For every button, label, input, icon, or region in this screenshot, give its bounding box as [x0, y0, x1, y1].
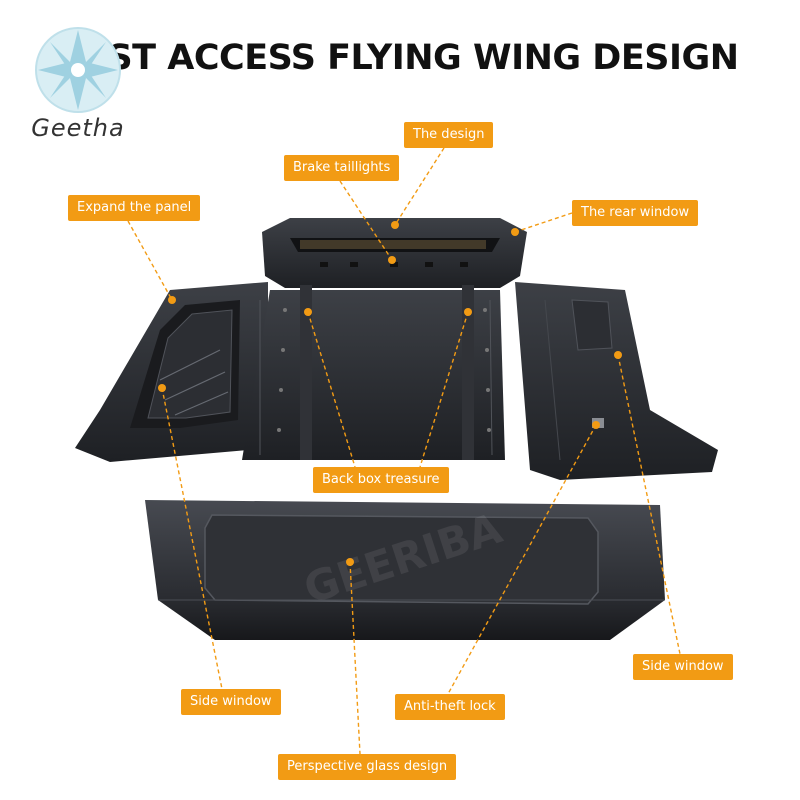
callout-brake-taillights: Brake taillights	[284, 155, 400, 181]
brand-logo: Geetha	[28, 26, 128, 150]
callout-expand-panel: Expand the panel	[68, 195, 201, 221]
dot-side-window-left	[158, 384, 166, 392]
dot-expand-panel	[168, 296, 176, 304]
dot-the-design	[391, 221, 399, 229]
geetha-star-logo-icon	[35, 27, 121, 113]
brand-name: Geetha	[31, 114, 125, 142]
perspective-glass-window	[204, 514, 599, 605]
front-glass-panel: GEERIBA	[145, 500, 665, 640]
leader-side-window-right	[617, 354, 681, 655]
leader-brake-taillights	[339, 180, 393, 261]
dot-side-window-right	[614, 351, 622, 359]
callout-side-window-left: Side window	[181, 689, 281, 715]
leader-back-box-right	[419, 311, 469, 468]
marker-dots	[158, 221, 622, 566]
leader-side-window-left	[161, 387, 223, 690]
callout-back-box-treasure: Back box treasure	[313, 467, 449, 493]
brake-taillight-strip	[300, 240, 486, 249]
dot-back-box-right	[464, 308, 472, 316]
center-bed-panel	[242, 285, 505, 460]
dot-rear-window	[511, 228, 519, 236]
dot-anti-theft-lock	[592, 421, 600, 429]
callout-perspective-glass: Perspective glass design	[278, 754, 457, 780]
right-side-window-glass	[571, 299, 613, 351]
callout-rear-window: The rear window	[572, 200, 699, 226]
leader-the-design	[394, 147, 445, 226]
leader-expand-panel	[127, 220, 173, 301]
leader-rear-window	[514, 212, 573, 233]
leader-lines	[127, 147, 681, 755]
left-side-window-glass	[147, 309, 233, 419]
left-side-panel	[75, 282, 268, 462]
rear-spoiler-panel	[262, 218, 527, 288]
callout-the-design: The design	[404, 122, 494, 148]
dot-perspective-glass	[346, 558, 354, 566]
leader-back-box-left	[307, 311, 356, 468]
callout-side-window-right: Side window	[633, 654, 733, 680]
dot-brake-taillights	[388, 256, 396, 264]
right-side-panel	[515, 282, 718, 480]
page-title: FAST ACCESS FLYING WING DESIGN	[61, 38, 739, 78]
leader-anti-theft-lock	[447, 424, 597, 695]
callout-anti-theft-lock: Anti-theft lock	[395, 694, 505, 720]
dot-back-box-left	[304, 308, 312, 316]
